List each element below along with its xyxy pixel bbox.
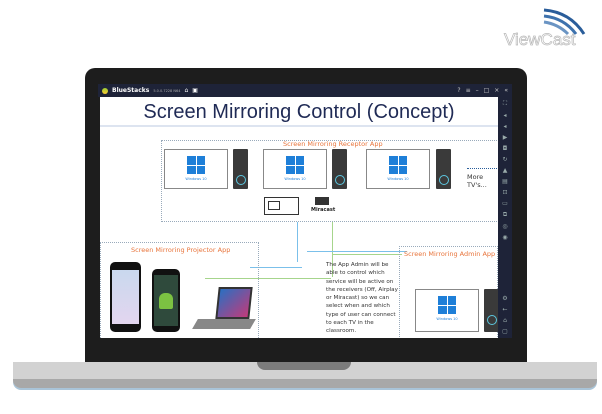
close-icon[interactable]: ×	[494, 87, 500, 94]
bluestacks-titlebar: BlueStacks 5.0.0.7228 N64 ⌂ ▣ ? ≡ – □ × …	[98, 84, 512, 97]
pc-tower	[332, 149, 347, 189]
admin-app-label: Screen Mirroring Admin App	[404, 250, 496, 258]
title-divider	[100, 125, 498, 127]
connector-line	[250, 267, 302, 268]
pc-tower	[436, 149, 451, 189]
minimize-icon[interactable]: –	[475, 87, 479, 94]
iphone-image	[110, 262, 141, 332]
viewcast-logo: ViewCast	[500, 6, 600, 50]
save-icon[interactable]: ▤	[502, 178, 508, 185]
connector-line	[332, 254, 402, 255]
admin-pc-tower	[484, 289, 498, 332]
admin-description: The App Admin will be able to control wh…	[326, 262, 398, 335]
bluestacks-sidebar: ⛶ ◂ ◂ ▶ ◘ ↻ ▲ ▤ ⊡ ▭ ⧉ ◎ ◉ ⚙ ← ⌂ ▢	[498, 97, 512, 338]
pc-tower	[233, 149, 248, 189]
install-apk-icon[interactable]: ▲	[502, 167, 508, 174]
copy-icon[interactable]: ⧉	[502, 211, 508, 218]
more-tvs-label: More TV's...	[467, 173, 487, 189]
receptor-app-label: Screen Mirroring Receptor App	[283, 140, 383, 148]
projector-app-label: Screen Mirroring Projector App	[131, 246, 231, 254]
video-icon[interactable]: ▶	[502, 134, 508, 141]
bluestacks-logo-icon	[102, 87, 108, 94]
home-icon[interactable]: ⌂	[184, 87, 189, 94]
laptop-image	[192, 287, 256, 331]
tv-monitor: Windows 10	[366, 149, 430, 189]
connector-line	[297, 222, 298, 262]
settings-icon[interactable]: ⚙	[502, 295, 508, 302]
receptor-app-box	[161, 140, 498, 222]
logo-text: ViewCast	[504, 30, 576, 50]
tv-monitor: Windows 10	[164, 149, 228, 189]
laptop-notch	[257, 362, 351, 370]
layers-icon[interactable]: ◎	[502, 223, 508, 230]
rotate-icon[interactable]: ↻	[502, 156, 508, 163]
macro-icon[interactable]: ◉	[502, 234, 508, 241]
projector-app-box	[100, 242, 259, 338]
android-phone-image	[152, 269, 180, 332]
back-icon[interactable]: ←	[502, 306, 508, 313]
tv-monitor: Windows 10	[263, 149, 327, 189]
slide-title: Screen Mirroring Control (Concept)	[143, 101, 455, 123]
wifi-certified-icon	[315, 197, 329, 205]
volume-down-icon[interactable]: ◂	[503, 123, 507, 130]
multi-instance-icon[interactable]: ▣	[192, 87, 198, 94]
screenshot-icon[interactable]: ⊡	[502, 189, 508, 196]
help-icon[interactable]: ?	[457, 87, 461, 94]
fullscreen-icon[interactable]: ⛶	[502, 100, 508, 107]
app-version: 5.0.0.7228 N64	[153, 88, 181, 93]
airplay-icon	[264, 197, 299, 215]
slide-canvas: Screen Mirroring Control (Concept) Scree…	[100, 97, 498, 338]
connector-line	[205, 278, 331, 279]
more-dotted-line	[467, 168, 498, 169]
home-nav-icon[interactable]: ⌂	[503, 317, 507, 324]
camera-icon[interactable]: ◘	[502, 145, 508, 152]
maximize-icon[interactable]: □	[483, 87, 490, 94]
miracast-label: Miracast	[311, 207, 336, 213]
connector-line	[332, 222, 333, 277]
collapse-sidebar-icon[interactable]: «	[504, 87, 508, 94]
menu-icon[interactable]: ≡	[465, 87, 471, 94]
app-name: BlueStacks	[112, 87, 150, 94]
admin-monitor: Windows 10	[415, 289, 479, 332]
recent-apps-icon[interactable]: ▢	[502, 328, 508, 335]
folder-icon[interactable]: ▭	[502, 200, 508, 207]
connector-line	[307, 251, 407, 252]
volume-up-icon[interactable]: ◂	[503, 112, 507, 119]
